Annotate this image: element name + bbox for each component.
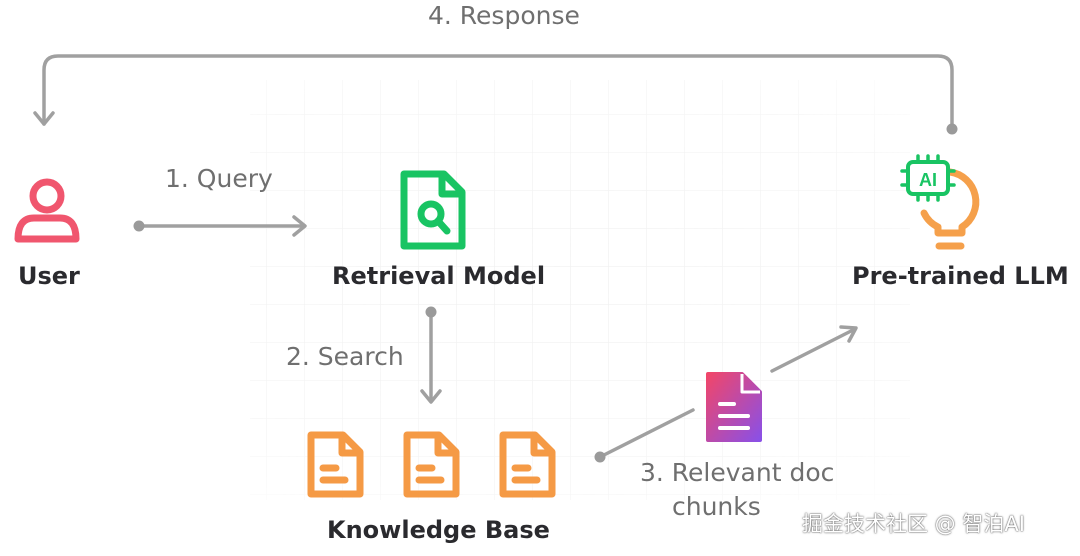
search-arrow-start-dot bbox=[425, 306, 437, 318]
chunk-document-icon bbox=[706, 372, 762, 442]
search-document-icon bbox=[400, 170, 466, 250]
query-arrow-start-dot bbox=[133, 220, 145, 232]
response-arrowhead bbox=[33, 111, 55, 126]
background-grid bbox=[250, 80, 910, 500]
step-query-label: 1. Query bbox=[165, 164, 273, 193]
relevant-arrowhead bbox=[839, 325, 858, 343]
step-relevant-label-line1: 3. Relevant doc bbox=[640, 458, 835, 487]
person-icon bbox=[14, 178, 80, 243]
query-arrowhead bbox=[292, 215, 307, 237]
document-icon bbox=[307, 431, 364, 498]
response-arrow-start-dot bbox=[946, 123, 958, 135]
node-llm-label: Pre-trained LLM bbox=[852, 262, 1069, 290]
document-icon bbox=[403, 431, 460, 498]
relevant-arrow-lower bbox=[598, 408, 695, 459]
knowledge-base-docs bbox=[307, 431, 556, 498]
relevant-arrow-start-dot bbox=[594, 451, 606, 463]
watermark: 掘金技术社区 @ 智泊AI bbox=[802, 512, 1025, 536]
node-retrieval-model-label: Retrieval Model bbox=[332, 262, 546, 290]
node-knowledge-base-label: Knowledge Base bbox=[327, 516, 550, 544]
relevant-arrow-upper bbox=[770, 327, 857, 373]
ai-chip-lightbulb-icon: AI bbox=[900, 154, 980, 250]
llm-chip-text: AI bbox=[919, 170, 937, 190]
search-arrowhead bbox=[420, 389, 442, 404]
step-relevant-label-line2: chunks bbox=[672, 492, 761, 521]
step-response-label: 4. Response bbox=[428, 1, 580, 30]
document-icon bbox=[499, 431, 556, 498]
step-search-label: 2. Search bbox=[286, 342, 404, 371]
node-user-label: User bbox=[18, 262, 80, 290]
response-arrow bbox=[42, 54, 954, 128]
